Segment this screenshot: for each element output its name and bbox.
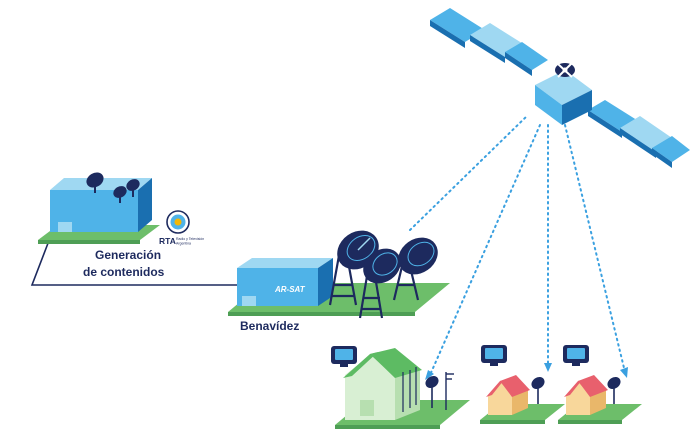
downlink-signal-house-3 xyxy=(564,124,626,373)
content-generation-label-line-1: Generación xyxy=(95,248,161,262)
signal-paths xyxy=(409,114,626,376)
satellite-dish-icon xyxy=(328,230,438,319)
argentina-emblem-icon xyxy=(166,210,190,234)
rta-subtitle-1: Radio y Televisión xyxy=(176,237,204,241)
satellite-dish-icon xyxy=(607,376,621,404)
tv-icon xyxy=(331,346,357,367)
content-generation-label-line-2: de contenidos xyxy=(83,265,165,279)
rta-subtitle-2: Argentina xyxy=(176,242,191,246)
antenna-icon xyxy=(445,372,454,410)
signal-arrowheads xyxy=(425,363,628,380)
satellite-icon xyxy=(430,8,690,168)
house-icon xyxy=(335,348,470,429)
content-generation-building xyxy=(38,172,160,244)
terrestrial-link xyxy=(30,237,240,286)
satellite-dish-icon xyxy=(86,172,140,203)
uplink-signal xyxy=(409,114,529,231)
satellite-dish-icon xyxy=(425,375,439,408)
rta-logo: RTA Radio y Televisión Argentina xyxy=(159,210,204,246)
house-icon xyxy=(480,375,565,424)
tv-icon xyxy=(563,345,589,366)
tv-icon xyxy=(481,345,507,366)
house-icon xyxy=(558,375,642,424)
arsat-logo: AR-SAT xyxy=(274,285,306,294)
rta-wordmark: RTA xyxy=(159,236,176,246)
satellite-dish-icon xyxy=(531,376,545,404)
station-label: Benavídez xyxy=(240,319,299,333)
downlink-signal-house-1 xyxy=(429,124,541,376)
benavidez-station: AR-SAT xyxy=(228,230,450,319)
